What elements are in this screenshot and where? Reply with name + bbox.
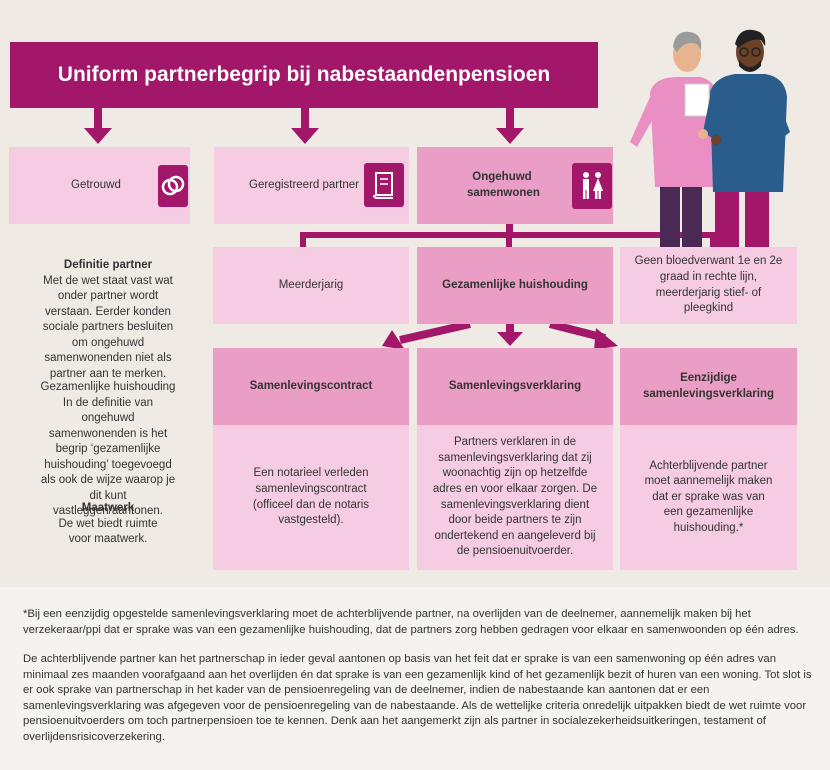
certificate-icon xyxy=(364,163,404,207)
huishouding-heading: Gezamenlijke huishouding xyxy=(40,381,176,393)
box-geen-bloedverwant: Geen bloedverwant 1e en 2e graad in rech… xyxy=(620,247,797,324)
box-meerderjarig: Meerderjarig xyxy=(213,247,409,324)
box-gezamenlijke-huishouding: Gezamenlijke huishouding xyxy=(417,247,613,324)
definitie-heading: Definitie partner xyxy=(63,259,153,271)
footer-note-2: De achterblijvende partner kan het partn… xyxy=(23,653,812,744)
box-samenlevingscontract-text: Een notarieel verleden samenlevingscontr… xyxy=(213,425,409,570)
meerderjarig-label: Meerderjarig xyxy=(278,278,344,291)
connector-arrows xyxy=(84,108,716,350)
samenlevingscontract-title: Samenlevingscontract xyxy=(249,379,373,392)
samenlevingscontract-text: Een notarieel verleden samenlevingscontr… xyxy=(252,467,370,527)
box-eenzijdig-text: Achterblijvende partner moet aannemelijk… xyxy=(620,425,797,570)
sidebar-maatwerk: Maatwerk De wet biedt ruimte voor maatwe… xyxy=(8,501,208,548)
box-eenzijdig-title: Eenzijdige samenlevingsverklaring xyxy=(620,348,797,425)
definitie-text: Met de wet staat vast wat onder partner … xyxy=(42,274,174,380)
footer-note-1: *Bij een eenzijdig opgestelde samenlevin… xyxy=(23,608,799,636)
rings-icon xyxy=(158,165,188,207)
geen-bloedverwant-label: Geen bloedverwant 1e en 2e graad in rech… xyxy=(634,255,783,315)
eenzijdig-title: Eenzijdige samenlevingsverklaring xyxy=(642,371,775,400)
maatwerk-heading: Maatwerk xyxy=(81,502,135,514)
samenlevingsverklaring-text: Partners verklaren in de samenlevingsver… xyxy=(432,436,598,558)
sidebar-definitie: Definitie partner Met de wet staat vast … xyxy=(8,258,208,382)
box-samenlevingsverklaring-title: Samenlevingsverklaring xyxy=(417,348,613,425)
eenzijdig-text: Achterblijvende partner moet aannemelijk… xyxy=(644,459,773,534)
getrouwd-label: Getrouwd xyxy=(71,178,121,191)
sidebar-huishouding: Gezamenlijke huishouding In de definitie… xyxy=(8,380,208,520)
couple-icon xyxy=(572,163,612,209)
footer-notes: *Bij een eenzijdig opgestelde samenlevin… xyxy=(0,587,830,770)
box-samenlevingscontract-title: Samenlevingscontract xyxy=(213,348,409,425)
page-title: Uniform partnerbegrip bij nabestaandenpe… xyxy=(10,42,598,108)
people-illustration xyxy=(630,29,790,247)
samenlevingsverklaring-title: Samenlevingsverklaring xyxy=(448,379,582,392)
ongehuwd-label: Ongehuwd samenwonen xyxy=(467,170,540,199)
huishouding-text: In de definitie van ongehuwd samenwonend… xyxy=(40,396,176,518)
geregistreerd-label: Geregistreerd partner xyxy=(249,178,359,191)
box-samenlevingsverklaring-text: Partners verklaren in de samenlevingsver… xyxy=(417,425,613,570)
maatwerk-text: De wet biedt ruimte voor maatwerk. xyxy=(58,517,158,546)
gezamenlijke-huishouding-label: Gezamenlijke huishouding xyxy=(442,278,588,291)
box-geregistreerd: Geregistreerd partner xyxy=(214,147,409,224)
